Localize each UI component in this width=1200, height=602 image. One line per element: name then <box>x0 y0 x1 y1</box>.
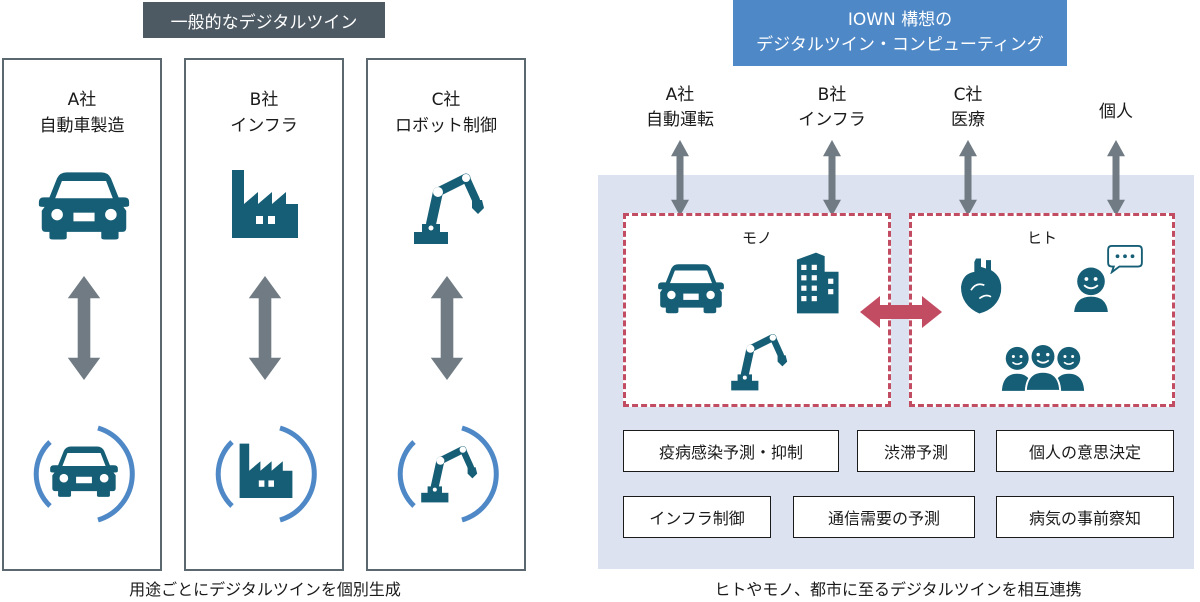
company-a-column: A社 自動車製造 <box>2 58 162 571</box>
double-arrow-icon <box>66 276 102 380</box>
car-icon <box>36 170 132 240</box>
entity-b-label: B社 <box>817 85 847 105</box>
twin-car-icon <box>48 444 120 498</box>
use-case-box: インフラ制御 <box>623 496 771 538</box>
digital-twin-ring-icon <box>215 425 317 523</box>
company-b-title: B社 インフラ <box>186 87 342 139</box>
entity-company-a: A社 自動運転 <box>610 83 750 133</box>
company-a-domain: 自動車製造 <box>39 116 125 136</box>
company-c-title: C社 ロボット制御 <box>368 87 524 139</box>
left-caption: 用途ごとにデジタルツインを個別生成 <box>129 580 401 599</box>
twin-factory-icon <box>238 442 294 498</box>
double-arrow-icon <box>247 276 283 380</box>
company-c-domain: ロボット制御 <box>395 116 497 136</box>
iown-header-line1: IOWN 構想の <box>847 10 953 30</box>
use-case-box: 通信需要の予測 <box>793 496 975 538</box>
people-group-icon <box>1000 342 1086 392</box>
bidirectional-link-arrow <box>860 296 942 328</box>
twin-robot-arm-icon <box>418 440 482 504</box>
factory-icon <box>230 168 300 238</box>
use-case-box: 渋滞予測 <box>857 430 975 472</box>
right-caption: ヒトやモノ、都市に至るデジタルツインを相互連携 <box>714 580 1082 599</box>
heart-icon <box>956 256 1006 316</box>
company-a-label: A社 <box>67 90 97 110</box>
use-case-box: 病気の事前察知 <box>996 496 1174 538</box>
entity-a-label: A社 <box>665 85 695 105</box>
entity-company-c: C社 医療 <box>898 83 1038 133</box>
company-b-column: B社 インフラ <box>184 58 344 571</box>
entity-b-domain: インフラ <box>798 110 866 130</box>
digital-twin-ring-icon <box>33 425 135 523</box>
double-arrow-icon <box>822 140 842 216</box>
company-b-domain: インフラ <box>230 116 298 136</box>
entity-a-domain: 自動運転 <box>646 110 714 130</box>
iown-header-line2: デジタルツイン・コンピューティング <box>756 35 1044 55</box>
double-arrow-icon <box>429 276 465 380</box>
robot-arm-icon <box>410 166 490 246</box>
company-c-column: C社 ロボット制御 <box>366 58 526 571</box>
hito-label: ヒト <box>1026 229 1057 247</box>
iown-header: IOWN 構想の デジタルツイン・コンピューティング <box>733 0 1067 66</box>
speech-bubble-icon <box>1106 244 1144 274</box>
use-case-box: 疫病感染予測・抑制 <box>623 430 839 472</box>
building-icon <box>790 252 842 314</box>
entity-c-label: C社 <box>953 85 983 105</box>
general-digital-twin-header: 一般的なデジタルツイン <box>143 2 385 38</box>
company-a-title: A社 自動車製造 <box>4 87 160 139</box>
use-case-box: 個人の意思決定 <box>996 430 1174 472</box>
mono-label: モノ <box>741 229 772 247</box>
entity-company-b: B社 インフラ <box>762 83 902 133</box>
company-c-label: C社 <box>431 90 461 110</box>
entity-individual-label: 個人 <box>1099 102 1133 122</box>
digital-twin-ring-icon <box>397 425 499 523</box>
double-arrow-icon <box>1106 140 1126 216</box>
car-icon <box>656 262 726 314</box>
double-arrow-icon <box>670 140 690 216</box>
company-b-label: B社 <box>249 90 279 110</box>
entity-individual: 個人 <box>1046 100 1186 125</box>
entity-c-domain: 医療 <box>951 110 985 130</box>
double-arrow-icon <box>958 140 978 216</box>
robot-arm-icon <box>728 328 792 392</box>
